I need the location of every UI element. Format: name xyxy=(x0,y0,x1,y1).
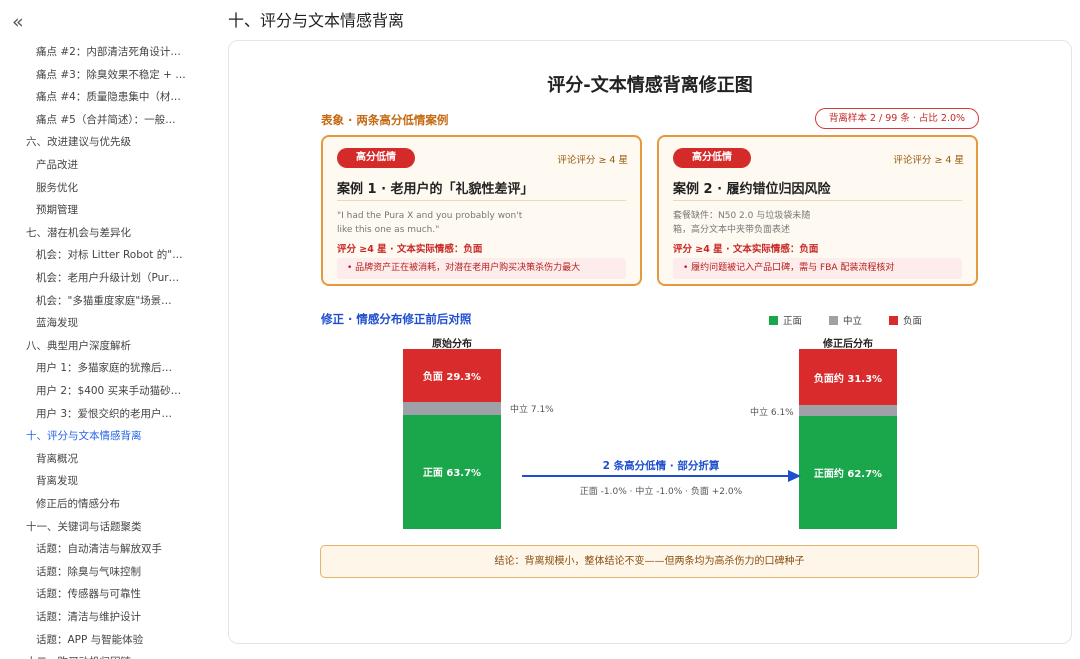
toc-subsection-item[interactable]: 话题：清洁与维护设计 xyxy=(36,611,141,623)
bar-segment-positive: 正面约 62.7% xyxy=(799,416,897,530)
case-card-1: 高分低情 评论评分 ≥ 4 星 案例 1 · 老用户的「礼貌性差评」 "I ha… xyxy=(321,135,642,286)
case-badge: 高分低情 xyxy=(337,148,415,168)
bar-segment-positive: 正面 63.7% xyxy=(403,414,501,530)
case-score: 评论评分 ≥ 4 星 xyxy=(893,155,964,166)
legend-label: 负面 xyxy=(903,316,923,327)
figure-title: 评分-文本情感背离修正图 xyxy=(547,75,753,96)
toc-subsection-item[interactable]: 产品改进 xyxy=(36,159,78,171)
toc-subsection-item[interactable]: 背离概况 xyxy=(36,452,78,465)
case-quote: 套餐缺件：N50 2.0 与垃圾袋未随箱，高分文本中夹带负面表述 xyxy=(673,211,811,235)
case-score: 评论评分 ≥ 4 星 xyxy=(557,155,628,166)
toc-subsection-item[interactable]: 话题：传感器与可靠性 xyxy=(36,588,141,601)
legend-label: 中立 xyxy=(843,316,863,327)
arrow-title: 2 条高分低情 · 部分折算 xyxy=(602,460,720,472)
toc-section-item[interactable]: 八、典型用户深度解析 xyxy=(26,339,131,352)
segment-label: 负面约 31.3% xyxy=(813,373,883,385)
case-note: • 品牌资产正在被消耗，对潜在老用户购买决策杀伤力最大 xyxy=(337,258,626,279)
bar-segment-negative: 负面 29.3% xyxy=(403,349,501,402)
toc-section-item[interactable]: 十二、购买动机归因链 xyxy=(26,654,201,659)
segment-label: 正面约 62.7% xyxy=(813,469,883,481)
toc-section-item[interactable]: 十一、关键词与话题聚类 xyxy=(26,520,142,533)
toc-subsection-item[interactable]: 背离发现 xyxy=(36,475,78,488)
sample-ratio-badge: 背离样本 2 / 99 条 · 占比 2.0% xyxy=(815,108,979,129)
bar-segment-neutral xyxy=(799,405,897,417)
neutral-segment-label: 中立 7.1% xyxy=(510,405,554,416)
bar-segment-neutral xyxy=(403,401,501,415)
toc-subsection-item[interactable]: 机会：老用户升级计划（Pur… xyxy=(36,272,180,284)
toc-section-item[interactable]: 七、潜在机会与差异化 xyxy=(26,226,131,239)
case-divider xyxy=(673,200,962,201)
toc-subsection-item[interactable]: 用户 1：多猫家庭的犹豫后… xyxy=(36,362,173,375)
toc-subsection-item[interactable]: 痛点 #5（合并简述）：一般… xyxy=(36,113,176,126)
case-card-2: 高分低情 评论评分 ≥ 4 星 案例 2 · 履约错位归因风险 套餐缺件：N50… xyxy=(657,135,978,286)
case-sentiment: 评分 ≥4 星 · 文本实际情感：负面 xyxy=(337,244,483,255)
toc-subsection-item[interactable]: 预期管理 xyxy=(36,204,78,217)
collapse-sidebar-icon[interactable]: « xyxy=(12,11,24,33)
toc-subsection-item[interactable]: 机会：对标 Litter Robot 的"… xyxy=(36,249,183,262)
bar-label-corrected: 修正后分布 xyxy=(823,339,873,350)
section-title-correction: 修正 · 情感分布修正前后对照 xyxy=(321,312,472,326)
toc-subsection-item[interactable]: 服务优化 xyxy=(36,181,78,194)
case-title: 案例 2 · 履约错位归因风险 xyxy=(673,182,831,197)
case-quote: "I had the Pura X and you probably won't… xyxy=(337,211,523,235)
right-arrow-icon xyxy=(522,470,801,482)
toc-subsection-item[interactable]: 修正后的情感分布 xyxy=(36,498,120,510)
toc-subsection-item[interactable]: 蓝海发现 xyxy=(36,317,78,330)
bar-label-original: 原始分布 xyxy=(432,339,472,350)
toc-section-item[interactable]: 十、评分与文本情感背离 xyxy=(26,430,142,443)
legend-swatch-negative xyxy=(889,316,898,325)
toc-subsection-item[interactable]: 话题：自动清洁与解放双手 xyxy=(36,543,162,556)
segment-label: 负面 29.3% xyxy=(422,371,482,383)
toc-subsection-item[interactable]: 痛点 #2：内部清洁死角设计… xyxy=(36,46,181,58)
arrow-subtitle: 正面 -1.0% · 中立 -1.0% · 负面 +2.0% xyxy=(579,487,743,497)
case-divider xyxy=(337,200,626,201)
case-sentiment: 评分 ≥4 星 · 文本实际情感：负面 xyxy=(673,244,819,255)
toc-section-item[interactable]: 六、改进建议与优先级 xyxy=(26,136,131,149)
toc-subsection-item[interactable]: 用户 2：$400 买来手动猫砂… xyxy=(36,385,182,397)
section-title-symptom: 表象 · 两条高分低情案例 xyxy=(321,113,449,127)
segment-label: 正面 63.7% xyxy=(422,468,482,480)
toc-subsection-item[interactable]: 话题：除臭与气味控制 xyxy=(36,565,141,578)
case-title: 案例 1 · 老用户的「礼貌性差评」 xyxy=(337,182,534,197)
legend-neutral: 中立 xyxy=(829,313,862,327)
bar-segment-negative: 负面约 31.3% xyxy=(799,349,897,406)
page-heading: 十、评分与文本情感背离 xyxy=(228,11,405,30)
neutral-segment-label: 中立 6.1% xyxy=(750,407,794,418)
legend-negative: 负面 xyxy=(889,313,922,327)
legend-positive: 正面 xyxy=(769,313,802,327)
toc-subsection-item[interactable]: 用户 3：爱恨交织的老用户… xyxy=(36,407,173,420)
legend-swatch-positive xyxy=(769,316,778,325)
case-badge: 高分低情 xyxy=(673,148,751,168)
sidebar-toc: « 痛点 #2：内部清洁死角设计… 痛点 #3：除臭效果不稳定 + … 痛点 #4：… xyxy=(0,0,205,659)
legend-swatch-neutral xyxy=(829,316,838,325)
toc-subsection-item[interactable]: 痛点 #3：除臭效果不稳定 + … xyxy=(36,68,186,81)
legend-label: 正面 xyxy=(783,316,803,327)
case-note: • 履约问题被记入产品口碑，需与 FBA 配装流程核对 xyxy=(673,258,962,279)
toc-subsection-item[interactable]: 痛点 #4：质量隐患集中（材… xyxy=(36,91,181,104)
toc-subsection-item[interactable]: 机会："多猫重度家庭"场景… xyxy=(36,294,172,307)
toc-subsection-item[interactable]: 话题：APP 与智能体验 xyxy=(36,633,144,646)
conclusion-box: 结论：背离规模小，整体结论不变——但两条均为高杀伤力的口碑种子 xyxy=(320,545,979,578)
